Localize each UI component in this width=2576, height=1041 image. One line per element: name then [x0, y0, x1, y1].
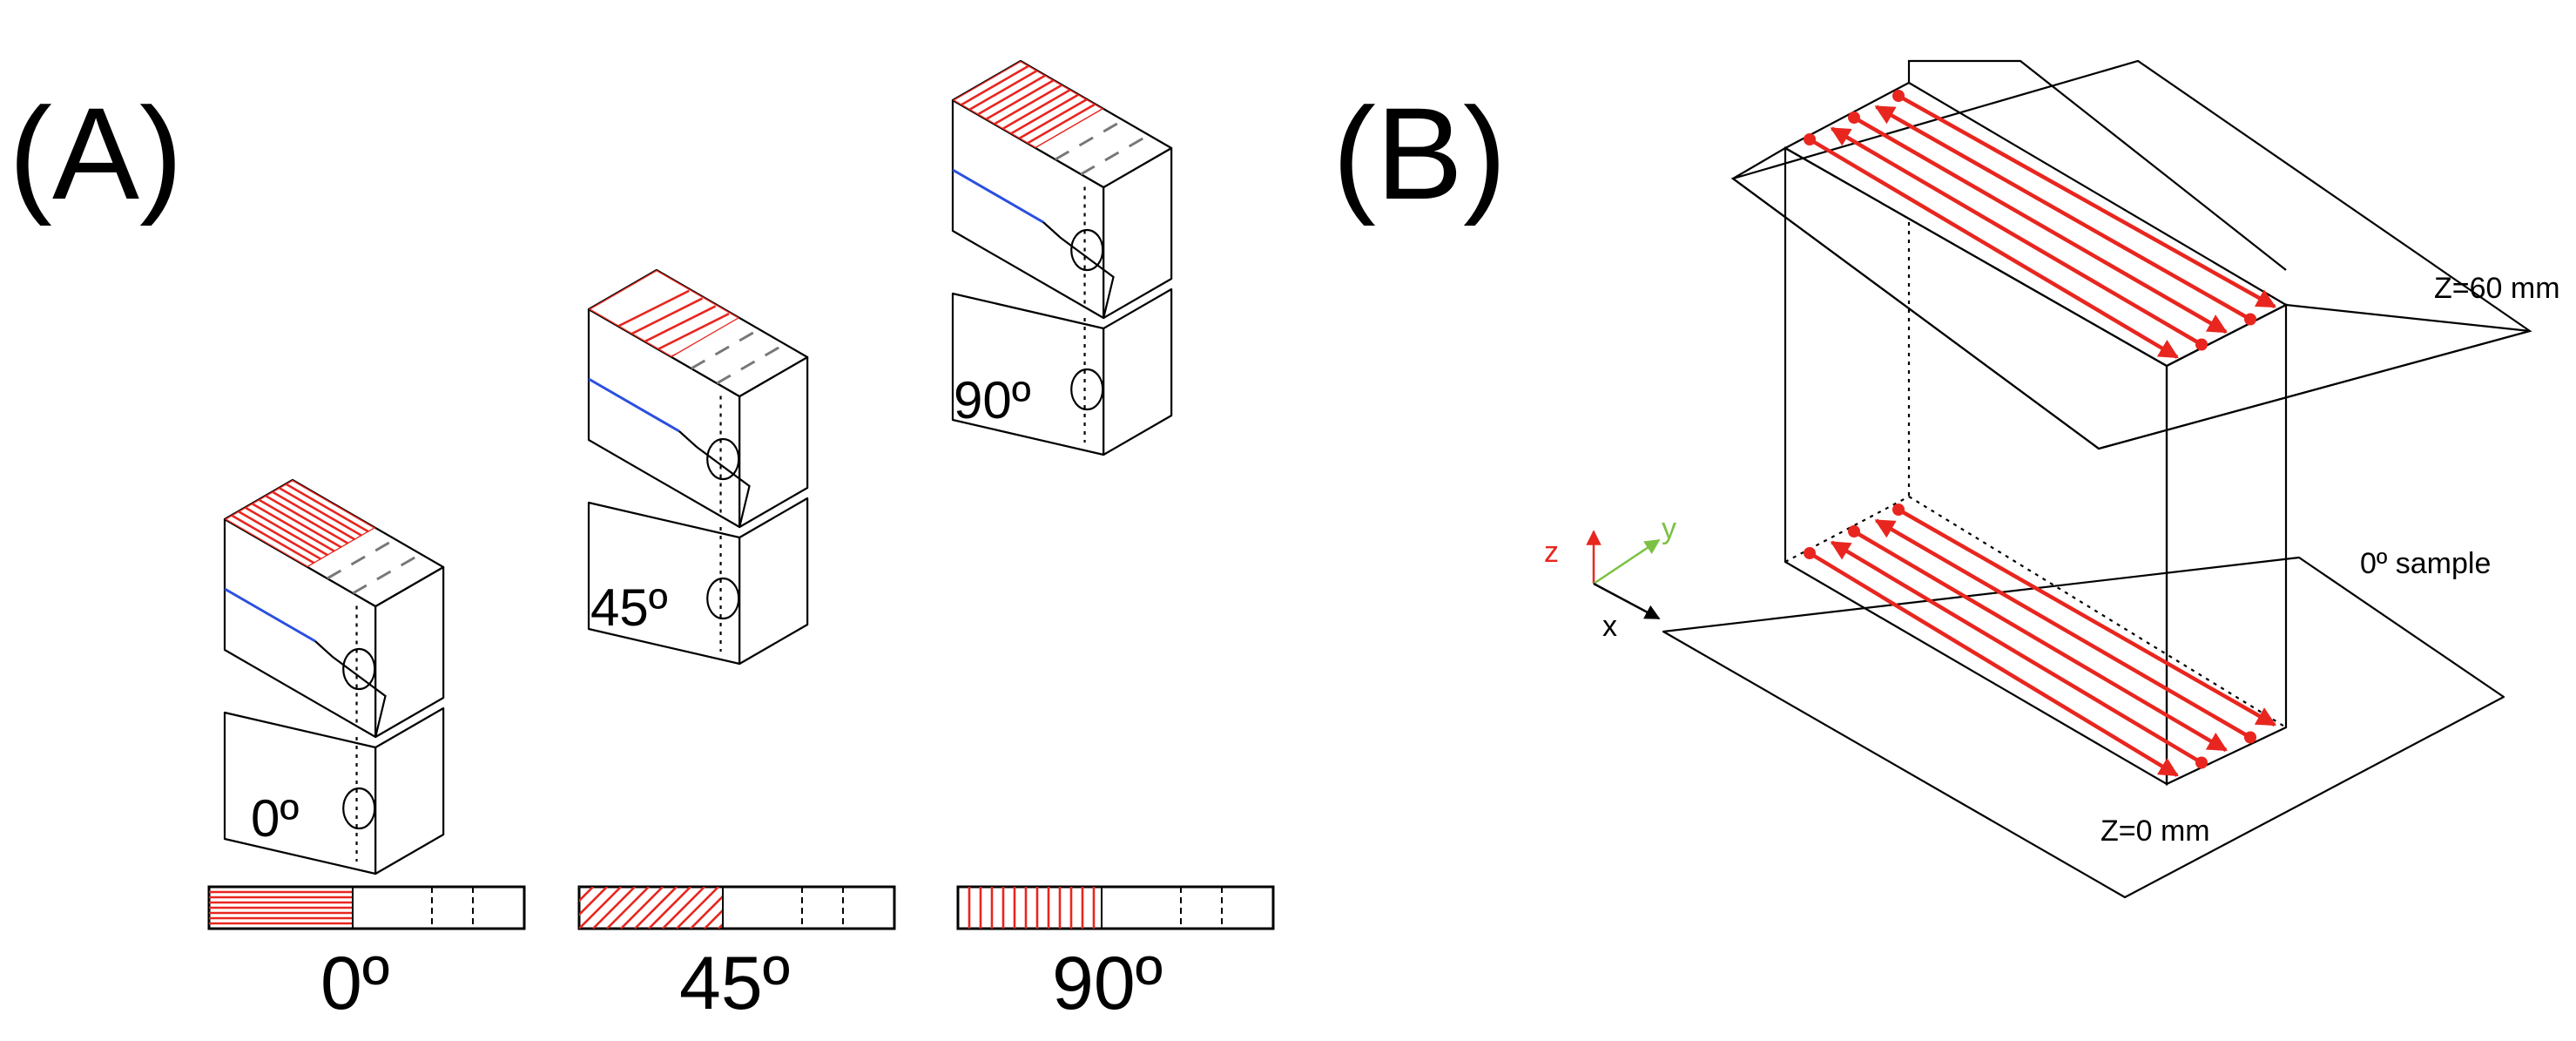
top-scan-line [1808, 138, 2179, 359]
specimen-0 [223, 478, 445, 875]
specimen-45-angle-label: 45º [590, 578, 668, 637]
specimen-90-angle-label: 90º [954, 371, 1031, 429]
specimen-hatch-90 [953, 61, 1104, 148]
bar-0 [207, 885, 526, 930]
bar-hatch-90 [968, 887, 1096, 929]
top-scan-start-dot [2244, 313, 2256, 326]
top-scan-line [1852, 116, 2228, 334]
panel-b-diagram: z y x Z=60 mm 0º sample Z=0 mm [1544, 59, 2560, 899]
top-scan-start-dot [1848, 112, 1860, 124]
bar-90 [956, 885, 1275, 930]
bar-0-label: 0º [320, 942, 389, 1025]
y-axis-label: y [1662, 512, 1676, 545]
specimen-45 [587, 268, 809, 666]
bottom-scan-start-dot [2195, 756, 2208, 769]
lower-block-front [223, 711, 377, 875]
bar-hatch-0 [209, 890, 353, 925]
bottom-scan-start-dot [1848, 525, 1860, 537]
bottom-scan-start-dot [1804, 547, 1816, 559]
bar-90-label: 90º [1052, 942, 1163, 1025]
y-axis-arrow [1593, 538, 1661, 585]
bottom-scan-line [1830, 540, 2203, 765]
top-scan-line [1830, 126, 2203, 347]
specimen-90 [951, 59, 1173, 456]
top-scan-line [1897, 94, 2276, 308]
bar-45-label: 45º [679, 942, 790, 1025]
top-dashed-line [327, 537, 396, 580]
box-bottom-left-hidden-edge [1784, 496, 1910, 563]
bottom-scan-line [1897, 508, 2276, 727]
top-scan-start-dot [1892, 90, 1905, 102]
top-dashed-line [1055, 118, 1124, 161]
pin-hole-upper [342, 647, 376, 691]
crack-line [588, 377, 680, 433]
bottom-scan-line [1874, 518, 2252, 740]
specimens-group [223, 59, 1173, 875]
top-scan-line [1874, 105, 2252, 321]
top-dashed-line [1080, 133, 1150, 176]
z-axis-label: z [1544, 536, 1559, 569]
specimen-0-angle-label: 0º [251, 789, 299, 848]
bottom-scan-line [1852, 530, 2228, 752]
pin-hole-lower [706, 577, 740, 620]
box-bottom-back-hidden-edge [1908, 496, 2287, 728]
bottom-plane [1662, 556, 2505, 899]
specimen-hatch-0 [225, 480, 376, 567]
pin-hole-upper [1070, 228, 1104, 272]
top-scan-start-dot [2195, 338, 2208, 351]
bottom-plane-label: Z=0 mm [2101, 815, 2210, 848]
top-plane-back [1907, 59, 2287, 271]
top-scan-start-dot [1804, 133, 1816, 145]
pin-hole-lower [342, 787, 376, 830]
x-axis-arrow [1593, 582, 1661, 620]
bar-hatch-45 [579, 887, 723, 929]
pin-hole-upper [706, 437, 740, 481]
bar-45 [577, 885, 896, 930]
panel-a-label: (A) [9, 80, 183, 226]
top-dashed-line [352, 552, 421, 595]
top-plane [1730, 59, 2532, 450]
bottom-scan-line [1808, 551, 2179, 777]
sample-label: 0º sample [2360, 547, 2491, 580]
box-right-face [2165, 303, 2288, 786]
pin-hole-lower [1070, 368, 1104, 411]
top-plane-label: Z=60 mm [2434, 272, 2560, 305]
lower-block-side [374, 706, 445, 875]
bars-group [207, 885, 1275, 930]
bottom-scan-start-dot [1892, 504, 1905, 516]
notch [314, 640, 387, 738]
top-dashed-line [691, 328, 760, 370]
notch [1042, 221, 1115, 319]
x-axis-label: x [1602, 610, 1617, 643]
crack-line [224, 587, 316, 643]
lower-block-side [1103, 287, 1173, 456]
lower-block-side [738, 497, 809, 666]
scan-lines-group [1804, 90, 2276, 777]
notch [678, 430, 751, 528]
top-dashed-line [716, 342, 786, 385]
crack-line [952, 168, 1044, 224]
panel-b-label: (B) [1332, 80, 1507, 226]
bottom-scan-start-dot [2244, 731, 2256, 744]
